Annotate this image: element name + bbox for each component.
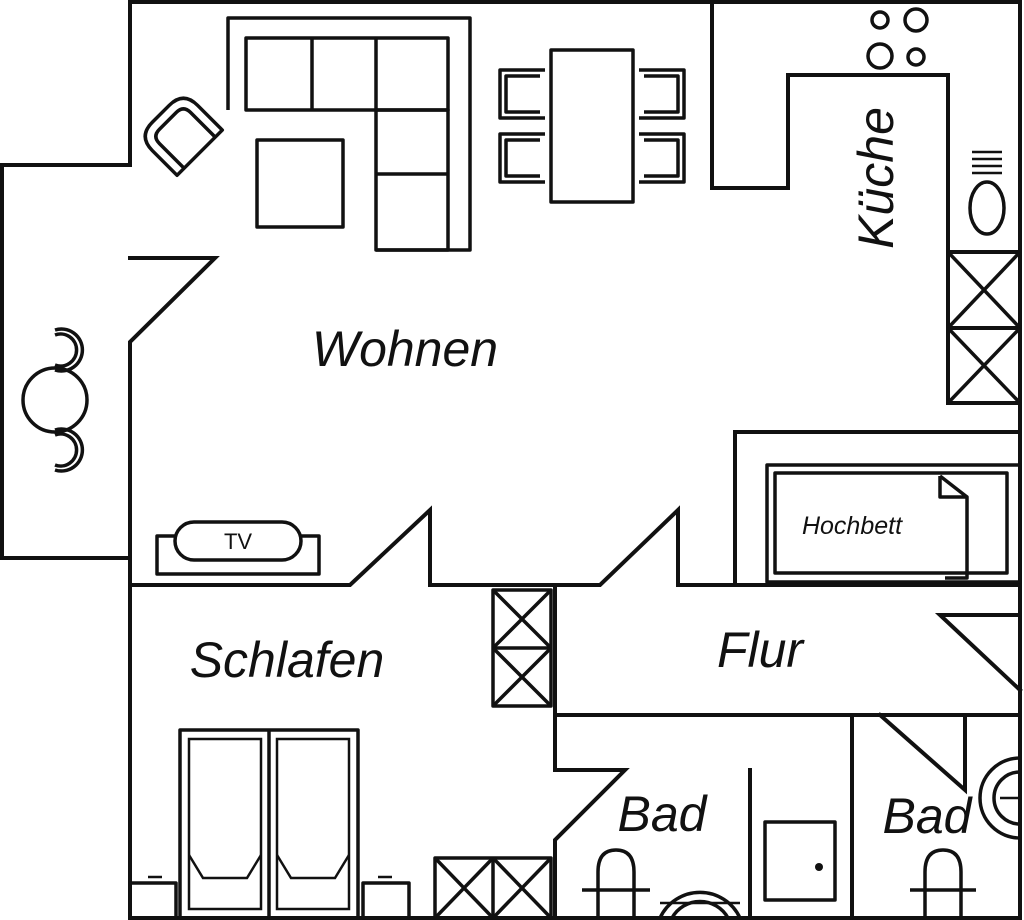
room-label-bath-left: Bad <box>618 786 709 842</box>
room-label-living: Wohnen <box>312 321 498 377</box>
shower-left <box>763 820 837 902</box>
stove-burners <box>866 7 929 70</box>
loft-bed <box>765 463 1022 584</box>
kitchen-cabinets <box>946 250 1022 405</box>
toilet-left <box>582 848 650 918</box>
wardrobe-bedroom <box>491 588 553 708</box>
nightstands <box>128 875 411 920</box>
tv-unit <box>155 520 321 576</box>
dining-table <box>498 48 686 204</box>
room-label-hallway: Flur <box>717 622 805 678</box>
tv-label: TV <box>224 529 252 554</box>
room-label-bath-right: Bad <box>883 788 974 844</box>
coffee-table <box>255 138 345 229</box>
balcony-table <box>21 327 89 473</box>
loft-bed-label: Hochbett <box>802 512 903 540</box>
washbasin-right <box>978 756 1021 840</box>
toilet-right <box>910 848 976 918</box>
armchair <box>143 96 225 178</box>
double-bed <box>178 728 360 920</box>
wardrobe-bottom <box>433 856 553 920</box>
sofa <box>226 16 472 252</box>
room-label-bedroom: Schlafen <box>190 632 385 688</box>
sink-icon <box>968 150 1006 236</box>
room-label-kitchen: Küche <box>848 107 904 249</box>
washbasin-left <box>658 890 742 919</box>
